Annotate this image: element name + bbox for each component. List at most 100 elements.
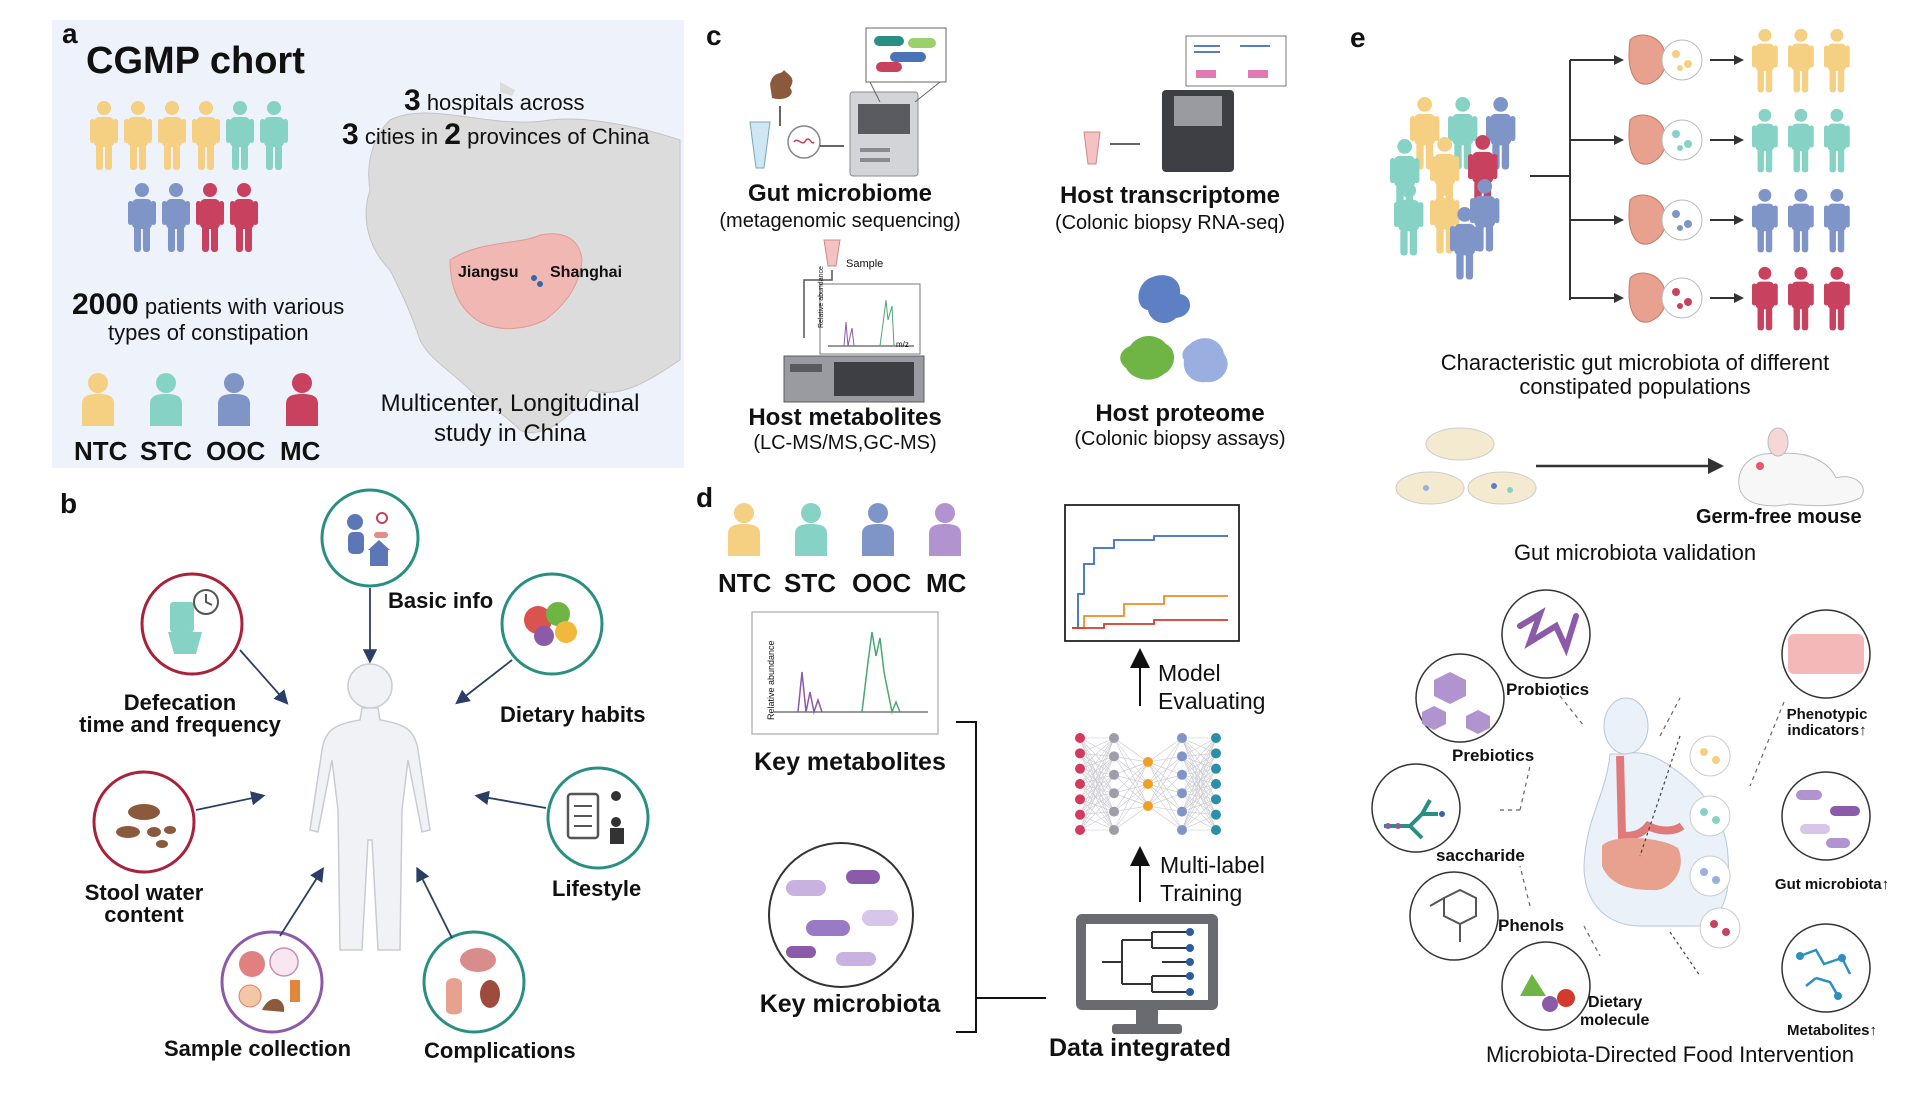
group-bust-icon [728, 503, 760, 556]
validation-label: Gut microbiota validation [1513, 540, 1757, 565]
host-transcriptome-illustration [1083, 35, 1287, 172]
population-branches [1530, 28, 1850, 331]
sample-label: Sample [846, 258, 884, 270]
person-icon [226, 101, 254, 170]
gut-microbiome-sub: (metagenomic sequencing) [719, 210, 961, 232]
person-icon [1824, 28, 1850, 93]
train-label-1: Multi-label [1160, 852, 1265, 878]
person-icon [1448, 97, 1478, 170]
label-phenotypic-1: Phenotypic [1786, 706, 1868, 723]
lifestyle-circle [546, 766, 650, 870]
person-icon [192, 101, 220, 170]
group-d-ntc: NTC [718, 568, 772, 598]
mixed-population-icons [1390, 97, 1516, 280]
group-bust-icon [795, 503, 827, 556]
group-d-mc: MC [926, 568, 967, 598]
label-metabolites: Metabolites↑ [1786, 1022, 1877, 1039]
person-icon [124, 101, 152, 170]
char-label-1: Characteristic gut microbiota of differe… [1440, 350, 1830, 375]
data-integrated-label: Data integrated [1049, 1034, 1231, 1062]
person-icon [1788, 188, 1814, 253]
panel-e-letter: e [1350, 22, 1366, 53]
group-bust-icon [862, 503, 894, 556]
study-line1: Multicenter, Longitudinal [380, 390, 640, 417]
label-stool-1: Stool water [84, 880, 204, 905]
group-bust-icon [286, 373, 318, 426]
person-icon [162, 183, 190, 252]
label-basic-info: Basic info [388, 588, 494, 613]
label-phenotypic-2: indicators↑ [1787, 722, 1867, 739]
person-icon [90, 101, 118, 170]
group-label-ntc: NTC [74, 436, 128, 466]
defecation-circle [140, 572, 244, 676]
host-metabolites-illustration [783, 239, 925, 403]
host-metabolites-sub: (LC-MS/MS,GC-MS) [753, 432, 937, 454]
key-metabolites-spectrum [751, 611, 939, 735]
human-body-figure [309, 663, 431, 951]
key-microbiota-circle [768, 842, 914, 988]
chart-xlabel-c: m/z [896, 340, 909, 349]
germ-free-mouse-label: Germ-free mouse [1696, 506, 1862, 528]
person-icon [1752, 266, 1778, 331]
person-icon [1394, 183, 1424, 256]
group-label-stc: STC [140, 436, 192, 466]
dietary-circle [500, 572, 604, 676]
group-bust-icon [218, 373, 250, 426]
person-icon [1788, 108, 1814, 173]
map-pin-icon [531, 275, 537, 281]
person-icon [128, 183, 156, 252]
person-icon [1752, 108, 1778, 173]
panel-b-letter: b [60, 488, 78, 519]
complications-circle [422, 930, 526, 1034]
person-icon [158, 101, 186, 170]
label-saccharide: saccharide [1436, 846, 1525, 865]
stool-circle [92, 770, 196, 874]
model-evaluating-chart [1064, 504, 1240, 642]
group-bust-icon [150, 373, 182, 426]
host-metabolites-title: Host metabolites [748, 404, 942, 431]
label-lifestyle: Lifestyle [552, 876, 642, 901]
patients-line2: types of constipation [108, 320, 309, 345]
person-icon [1788, 266, 1814, 331]
hospitals-line: 3 hospitals across [404, 84, 585, 117]
person-icon [1824, 188, 1850, 253]
group-legend-icons [82, 373, 318, 426]
label-phenols: Phenols [1498, 916, 1565, 935]
label-gut-microbiota: Gut microbiota↑ [1774, 876, 1890, 893]
map-label-shanghai: Shanghai [550, 264, 623, 281]
person-icon [1824, 266, 1850, 331]
person-icon [1752, 28, 1778, 93]
person-icon [1450, 207, 1480, 280]
label-defecation-1: Defecation [123, 690, 237, 715]
gut-microbiome-illustration [749, 27, 947, 177]
label-dietary: Dietary habits [500, 702, 646, 727]
host-proteome-illustration [1120, 275, 1228, 383]
model-label-2: Evaluating [1158, 688, 1266, 714]
group-bust-icon [929, 503, 961, 556]
group-d-ooc: OOC [852, 568, 912, 598]
intervention-label: Microbiota-Directed Food Intervention [1485, 1042, 1855, 1067]
group-label-mc: MC [280, 436, 321, 466]
group-icons-d [728, 503, 961, 556]
label-probiotics: Probiotics [1506, 680, 1590, 699]
group-label-ooc: OOC [206, 436, 266, 466]
train-label-2: Training [1160, 880, 1243, 906]
group-d-stc: STC [784, 568, 836, 598]
model-label-1: Model [1158, 660, 1221, 686]
label-complications: Complications [424, 1038, 576, 1063]
host-transcriptome-sub: (Colonic biopsy RNA-seq) [1054, 212, 1286, 234]
label-dietary-2: molecule [1580, 1012, 1650, 1029]
person-icon [196, 183, 224, 252]
petri-dishes-mouse [1395, 427, 1864, 507]
panel-d-letter: d [696, 482, 714, 513]
char-label-2: constipated populations [1519, 374, 1751, 399]
gut-microbiome-title: Gut microbiome [747, 180, 933, 207]
map-label-jiangsu: Jiangsu [458, 264, 519, 281]
cities-line: 3 cities in 2 provinces of China [342, 118, 650, 151]
person-icon [1752, 188, 1778, 253]
person-icon [1824, 108, 1850, 173]
label-prebiotics: Prebiotics [1452, 746, 1535, 765]
asia-map [365, 82, 681, 434]
